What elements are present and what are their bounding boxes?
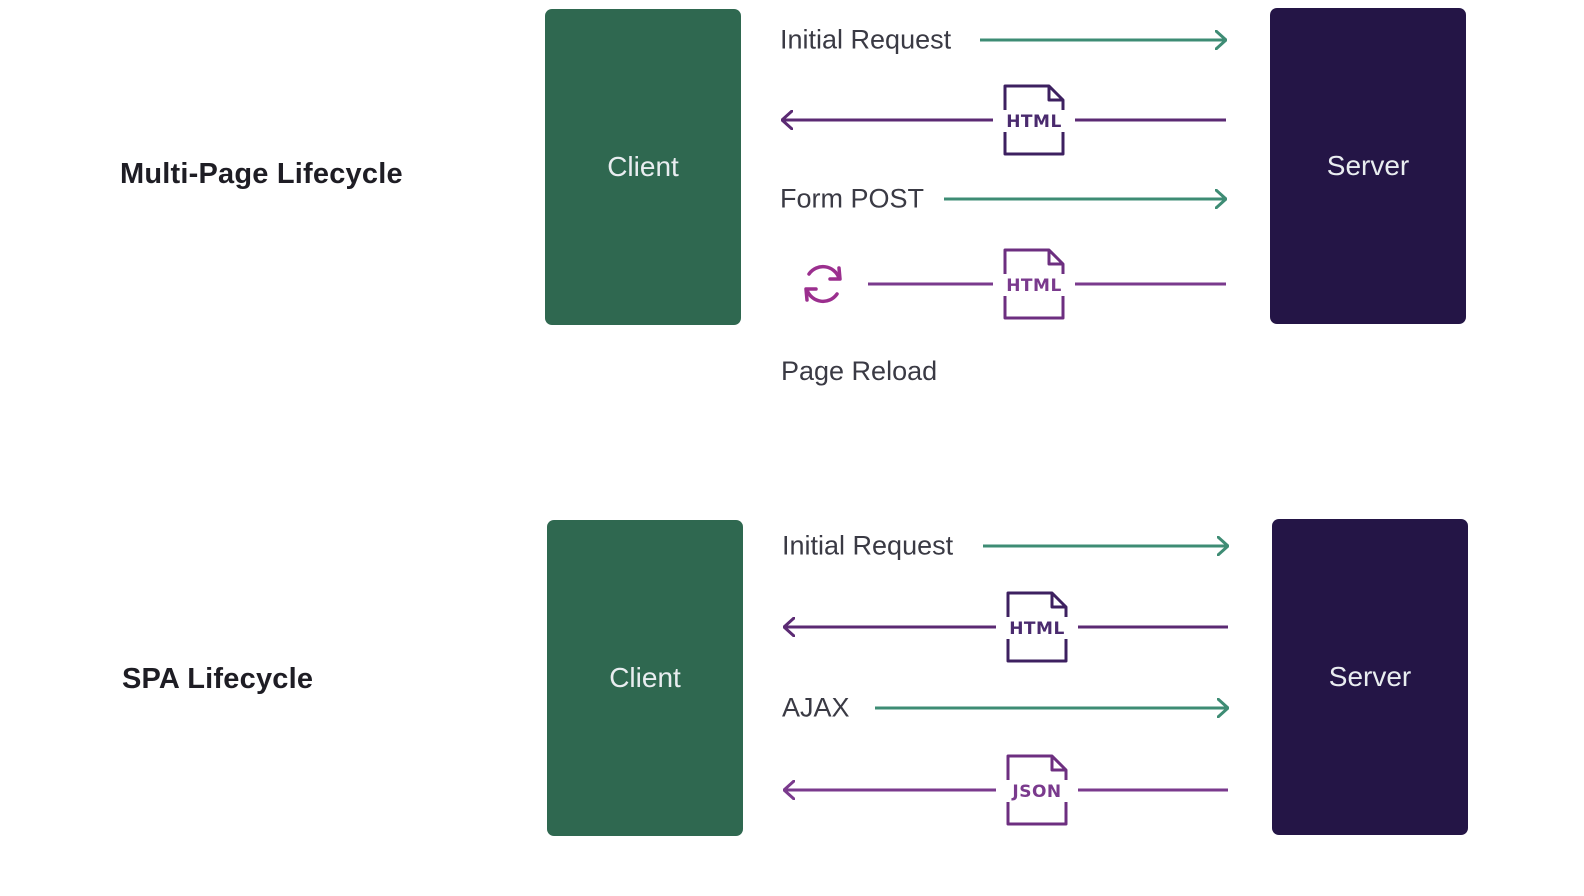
- spa-client-label: Client: [609, 662, 681, 693]
- mpa-html-document-icon: HTML: [993, 84, 1075, 156]
- mpa-reload-html-doc-label: HTML: [1006, 276, 1062, 296]
- mpa-server-box: Server: [1270, 8, 1466, 324]
- reload-icon: [804, 264, 842, 304]
- spa-html-doc-label: HTML: [1009, 619, 1065, 639]
- spa-server-label: Server: [1328, 661, 1412, 692]
- spa-client-box: Client: [547, 520, 743, 836]
- mpa-client-label: Client: [607, 151, 679, 182]
- spa-lifecycle-title: SPA Lifecycle: [122, 663, 314, 695]
- spa-json-document-icon: JSON: [996, 754, 1078, 826]
- spa-html-document-icon: HTML: [996, 591, 1078, 663]
- spa-initial-request-label: Initial Request: [782, 530, 954, 561]
- multi-page-lifecycle-title: Multi-Page Lifecycle: [120, 158, 403, 190]
- mpa-form-post-label: Form POST: [780, 183, 925, 214]
- spa-json-doc-label: JSON: [1011, 782, 1061, 802]
- spa-ajax-label: AJAX: [782, 692, 850, 723]
- spa-server-box: Server: [1272, 519, 1468, 835]
- mpa-server-label: Server: [1326, 150, 1410, 181]
- mpa-html-doc-label: HTML: [1006, 112, 1062, 132]
- mpa-initial-request-label: Initial Request: [780, 24, 952, 55]
- mpa-client-box: Client: [545, 9, 741, 325]
- mpa-reload-html-document-icon: HTML: [993, 248, 1075, 320]
- page-reload-label: Page Reload: [781, 356, 938, 386]
